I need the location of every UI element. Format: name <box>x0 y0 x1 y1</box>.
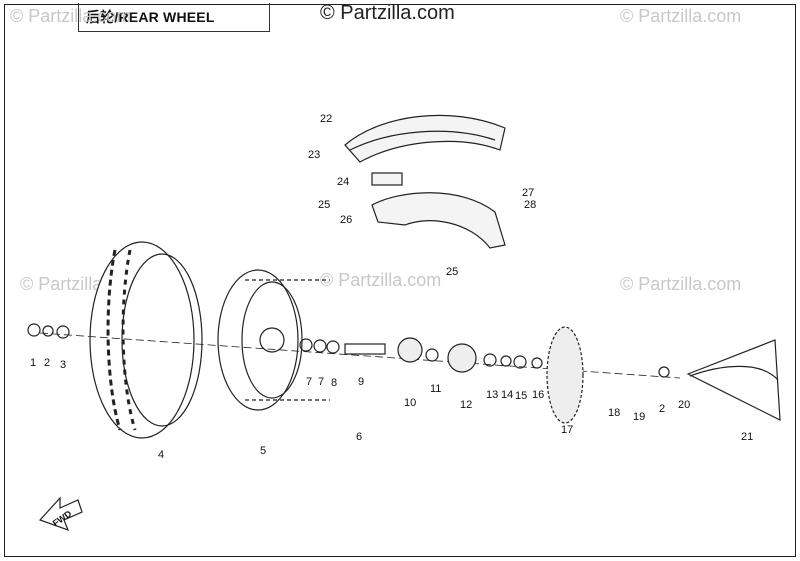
nut <box>27 323 41 337</box>
bearing <box>483 353 497 367</box>
callout-label: 22 <box>320 113 332 125</box>
watermark: © Partzilla.com <box>320 270 442 290</box>
rear-fender <box>344 114 506 163</box>
callout-label: 24 <box>337 176 349 188</box>
callout-label: 17 <box>561 424 573 436</box>
hub <box>447 343 477 373</box>
bearing <box>313 339 327 353</box>
callout-label: 20 <box>678 399 690 411</box>
watermark: © Partzilla.com <box>620 274 742 294</box>
callout-label: 23 <box>308 149 320 161</box>
bearing <box>56 325 70 339</box>
spacer <box>326 340 340 354</box>
callout-label: 21 <box>741 431 753 443</box>
callout-label: 15 <box>515 390 527 402</box>
bearing <box>299 338 313 352</box>
callout-label: 2 <box>44 357 50 369</box>
bushing <box>425 348 439 362</box>
diagram-title: 后轮/REAR WHEEL <box>86 9 215 25</box>
callout-label: 2 <box>659 403 665 415</box>
callout-label: 1 <box>30 357 36 369</box>
watermark: © Partzilla.com <box>620 6 742 26</box>
callout-label: 8 <box>331 377 337 389</box>
fwd-arrow <box>38 496 83 532</box>
spacer <box>531 357 543 369</box>
callout-label: 11 <box>430 383 441 395</box>
watermark: © Partzilla.com <box>10 6 132 26</box>
callout-label: 4 <box>158 449 164 461</box>
callout-label: 28 <box>524 199 536 211</box>
washer <box>42 325 54 337</box>
callout-label: 26 <box>340 214 352 226</box>
rear-rim <box>217 269 299 411</box>
bearing <box>513 355 527 369</box>
page-frame <box>4 4 796 557</box>
callout-label: 16 <box>532 389 544 401</box>
fender-bracket <box>371 192 506 249</box>
watermark-main: © Partzilla.com <box>320 2 455 24</box>
callout-label: 27 <box>522 187 534 199</box>
callout-label: 10 <box>404 397 416 409</box>
fender-clip <box>371 172 403 186</box>
damper <box>397 337 423 363</box>
callout-label: 25 <box>318 199 330 211</box>
callout-label: 5 <box>260 445 266 457</box>
callout-label: 3 <box>60 359 66 371</box>
callout-label: 14 <box>501 389 513 401</box>
callout-label: 6 <box>356 431 362 443</box>
axle-sleeve <box>344 343 386 355</box>
circlip <box>500 355 512 367</box>
callout-label: 9 <box>358 376 364 388</box>
callout-label: 7 <box>318 376 324 388</box>
belt <box>686 339 781 422</box>
callout-label: 19 <box>633 411 645 423</box>
sprocket <box>546 326 584 424</box>
nut <box>658 366 670 378</box>
title-box <box>78 3 270 32</box>
callout-label: 12 <box>460 399 472 411</box>
callouts: 1 2 3 4 5 6 7 7 8 9 10 11 12 13 14 15 16… <box>30 113 753 528</box>
callout-label: 13 <box>486 389 498 401</box>
callout-label: 25 <box>446 266 458 278</box>
callout-label: 7 <box>306 376 312 388</box>
callout-label: 18 <box>608 407 620 419</box>
